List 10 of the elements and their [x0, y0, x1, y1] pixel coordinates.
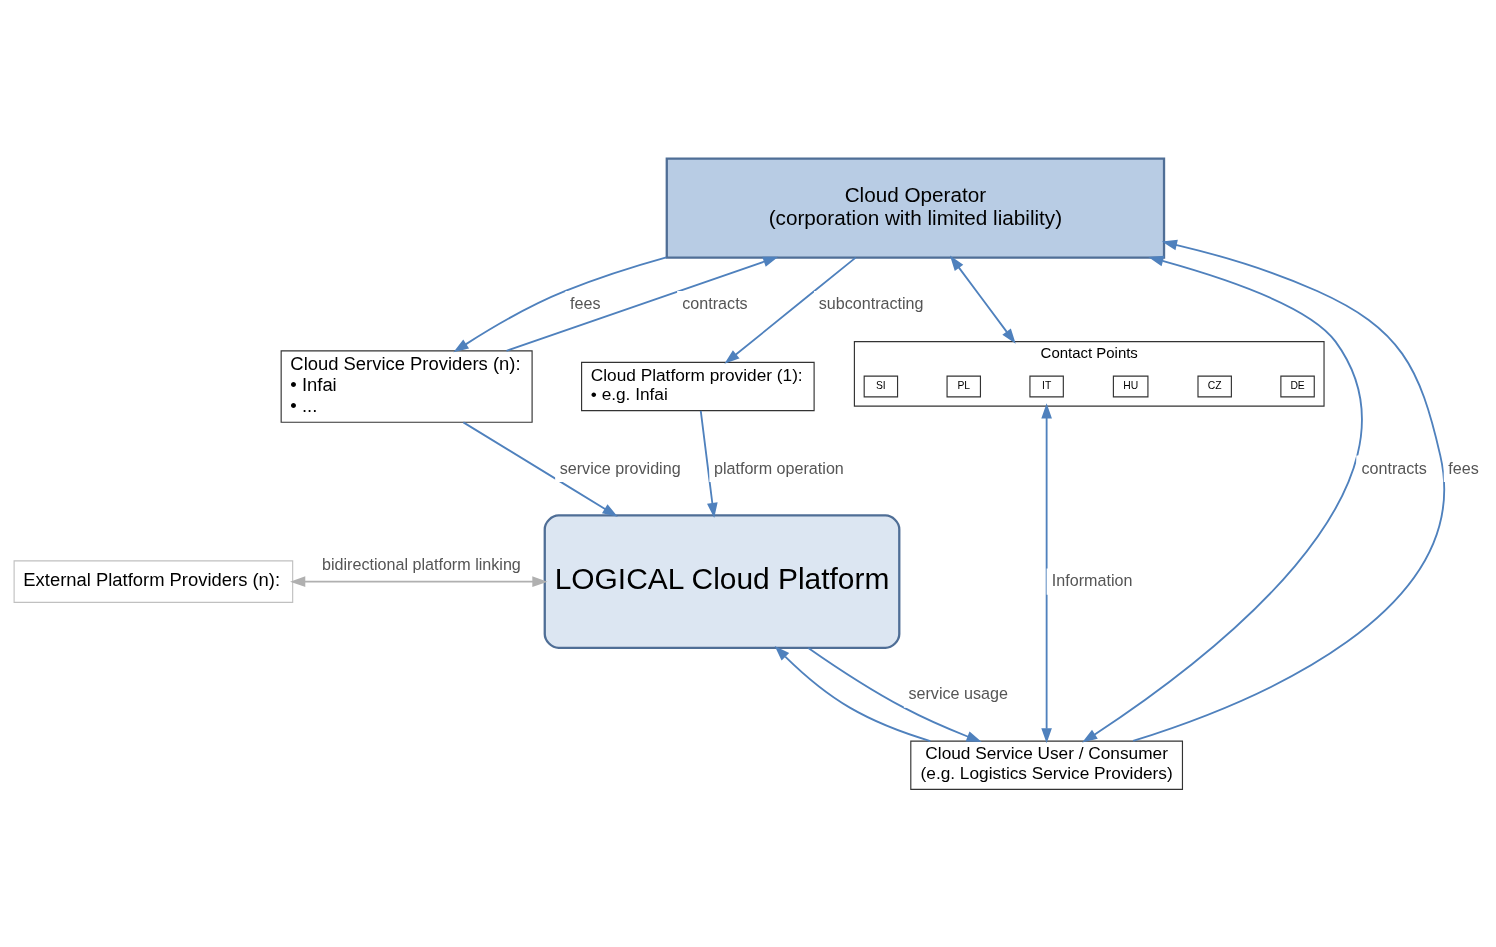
edge-label: Information — [1051, 570, 1132, 589]
edge-label: contracts — [681, 293, 748, 312]
edge-label: fees — [569, 293, 601, 312]
edge-label: contracts — [1360, 458, 1427, 477]
edge-label: bidirectional platform linking — [321, 554, 521, 573]
edge-label: subcontracting — [818, 293, 923, 312]
edge-label: service providing — [559, 458, 681, 477]
edge-label: platform operation — [713, 458, 844, 477]
edge-label: service usage — [908, 683, 1008, 702]
edge-label: fees — [1447, 458, 1479, 477]
